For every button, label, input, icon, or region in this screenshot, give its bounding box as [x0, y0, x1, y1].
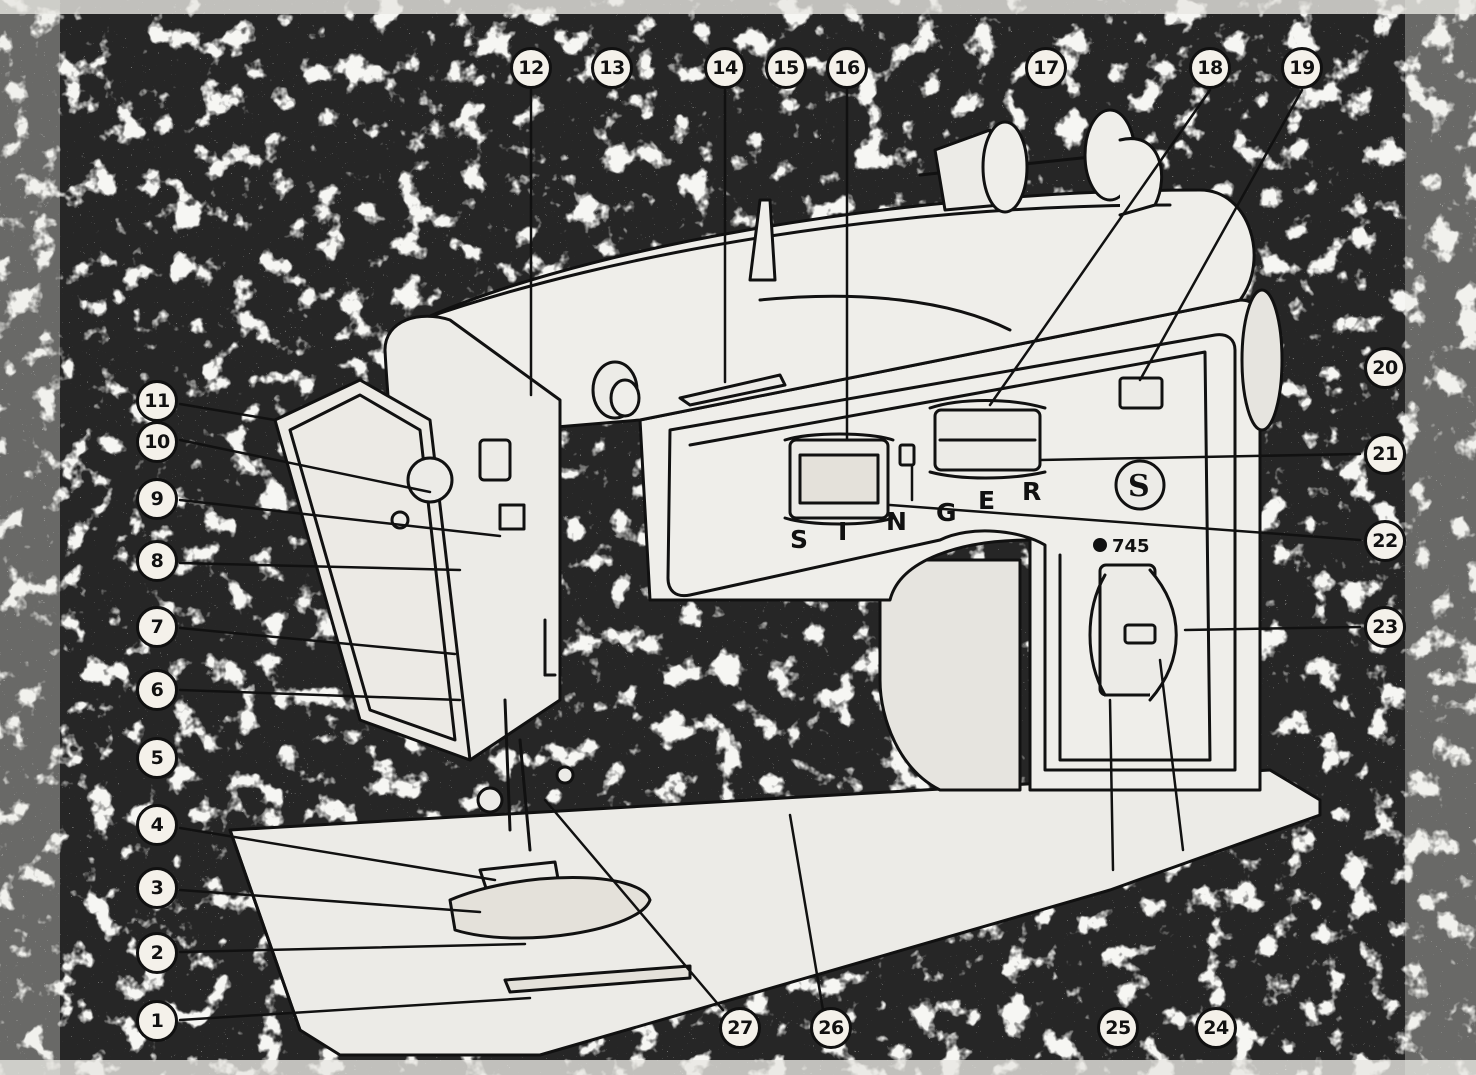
- brand-letter: S: [790, 525, 808, 554]
- leader-lines: [178, 88, 1362, 1022]
- model-number: 745: [1112, 536, 1150, 557]
- brand-letter: E: [978, 486, 995, 515]
- logo-letter: S: [1128, 469, 1150, 504]
- bobbin-winder: [678, 373, 787, 407]
- callout-22: 22: [1364, 520, 1406, 562]
- callout-3: 3: [136, 867, 178, 909]
- logo-badge: [1114, 459, 1166, 511]
- handwheel: [1240, 288, 1284, 432]
- callout-10: 10: [136, 421, 178, 463]
- slide-plate: [503, 964, 692, 994]
- callout-18: 18: [1189, 47, 1231, 89]
- callout-26: 26: [810, 1007, 852, 1049]
- callout-16: 16: [826, 47, 868, 89]
- needle-bar: [503, 698, 512, 832]
- reverse-button: [1118, 376, 1164, 410]
- callout-15: 15: [765, 47, 807, 89]
- front-panel: [666, 333, 1237, 772]
- callout-24: 24: [1195, 1007, 1237, 1049]
- brand-letter: I: [838, 517, 847, 546]
- machine-pillar: [878, 558, 1022, 792]
- brand-lettering: S I N G E R: [790, 477, 1041, 554]
- callout-13: 13: [591, 47, 633, 89]
- callout-5: 5: [136, 737, 178, 779]
- callout-25: 25: [1097, 1007, 1139, 1049]
- callout-1: 1: [136, 1000, 178, 1042]
- callout-23: 23: [1364, 606, 1406, 648]
- needle-plate: [448, 876, 652, 940]
- callout-14: 14: [704, 47, 746, 89]
- callout-4: 4: [136, 804, 178, 846]
- callout-21: 21: [1364, 433, 1406, 475]
- callout-7: 7: [136, 606, 178, 648]
- brand-letter: G: [936, 498, 957, 527]
- callout-2: 2: [136, 932, 178, 974]
- callout-6: 6: [136, 669, 178, 711]
- callout-27: 27: [719, 1007, 761, 1049]
- machine-bed: [228, 768, 1322, 1057]
- callout-8: 8: [136, 540, 178, 582]
- callout-20: 20: [1364, 347, 1406, 389]
- brand-letter: R: [1022, 477, 1041, 506]
- thread-guide: [748, 198, 777, 282]
- callout-11: 11: [136, 380, 178, 422]
- callout-12: 12: [510, 47, 552, 89]
- callout-9: 9: [136, 478, 178, 520]
- brand-letter: N: [886, 507, 907, 536]
- callout-17: 17: [1025, 47, 1067, 89]
- callout-19: 19: [1281, 47, 1323, 89]
